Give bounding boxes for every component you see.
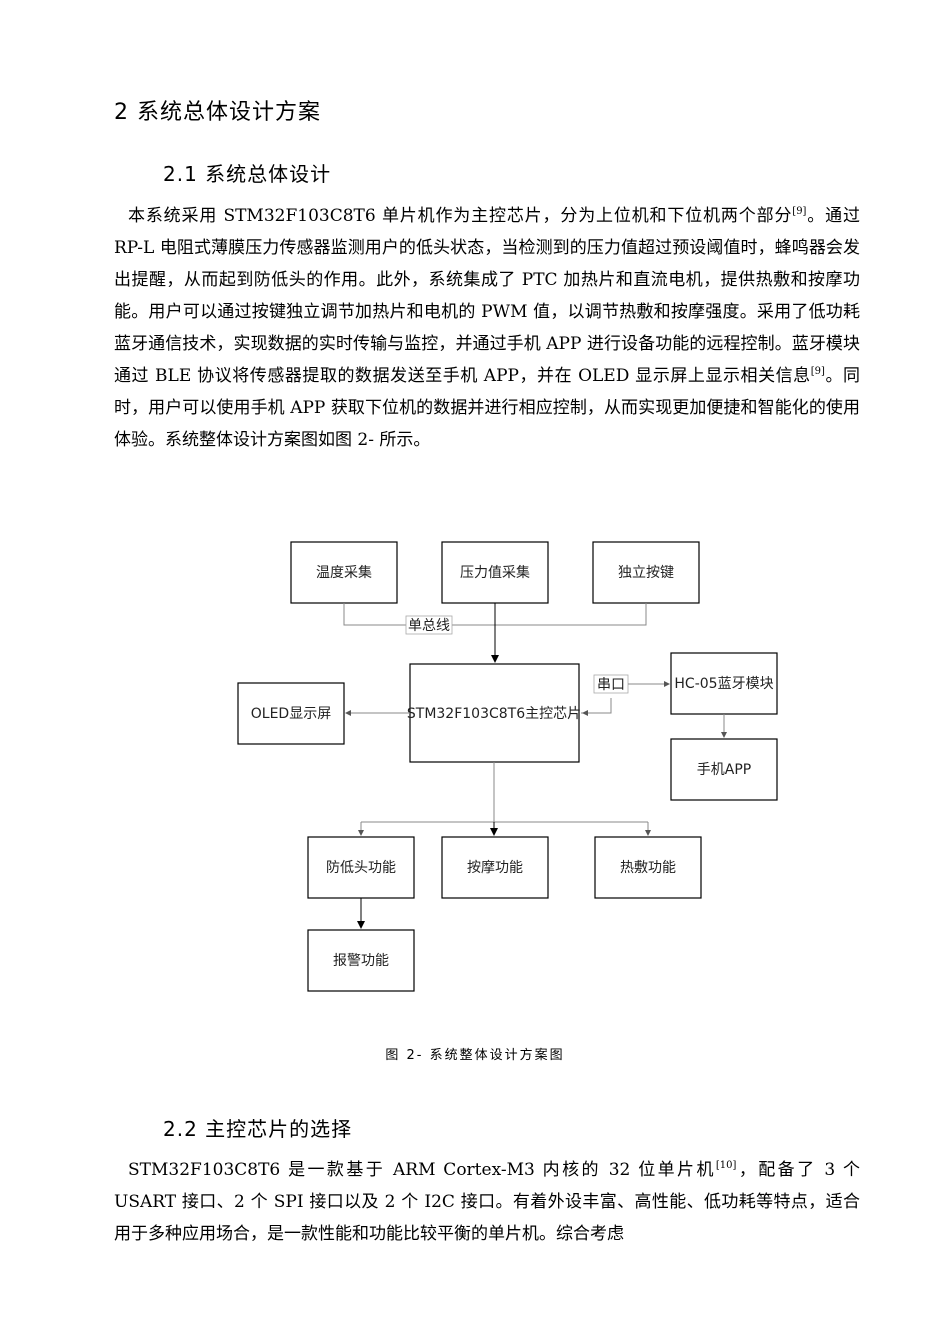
paragraph-overview: 本系统采用 STM32F103C8T6 单片机作为主控芯片，分为上位机和下位机两…	[114, 200, 860, 456]
box-alarm-label: 报警功能	[333, 953, 389, 969]
para2-text-a: STM32F103C8T6 是一款基于 ARM Cortex-M3 内核的 32…	[128, 1160, 716, 1180]
box-temperature	[290, 541, 398, 604]
box-app	[670, 738, 778, 801]
paragraph-mcu-selection: STM32F103C8T6 是一款基于 ARM Cortex-M3 内核的 32…	[114, 1154, 860, 1250]
box-oled-label: OLED显示屏	[251, 706, 331, 722]
box-key-label: 独立按键	[618, 565, 674, 581]
figure-caption: 图 2- 系统整体设计方案图	[385, 1048, 565, 1063]
para1-text-b: 。通过 RP-L 电阻式薄膜压力传感器监测用户的低头状态，当检测到的压力值超过预…	[114, 206, 860, 386]
box-app-label: 手机APP	[697, 762, 751, 778]
box-mcu-label: STM32F103C8T6主控芯片	[407, 706, 581, 722]
bus-label-box	[405, 615, 453, 635]
box-anti-head-down	[307, 836, 415, 899]
box-heat	[594, 836, 702, 899]
box-temperature-label: 温度采集	[316, 564, 372, 581]
serial-line	[581, 698, 612, 714]
citation-ref: [9]	[792, 206, 807, 217]
box-oled	[237, 682, 345, 745]
section-heading: 2 系统总体设计方案	[114, 100, 321, 125]
subsection-heading-2-1: 2.1 系统总体设计	[163, 162, 332, 186]
para1-text-a: 本系统采用 STM32F103C8T6 单片机作为主控芯片，分为上位机和下位机两…	[128, 206, 793, 226]
box-alarm	[307, 929, 415, 992]
system-design-diagram: 温度采集 压力值采集 独立按键 单总线 STM32F103C8T6主控芯片 OL…	[237, 541, 778, 992]
para1-text-c: 。同时，用户可以使用手机 APP 获取下位机的数据并进行相应控制，从而实现更加便…	[114, 366, 860, 450]
box-heat-label: 热敷功能	[620, 860, 676, 876]
box-key	[592, 541, 700, 604]
bus-line-right	[452, 603, 647, 626]
citation-ref: [10]	[715, 1160, 737, 1171]
box-bluetooth-label: HC-05蓝牙模块	[674, 676, 773, 692]
box-pressure-label: 压力值采集	[460, 564, 530, 581]
subsection-heading-2-2: 2.2 主控芯片的选择	[163, 1117, 353, 1141]
bus-label: 单总线	[408, 618, 450, 634]
box-massage	[441, 836, 549, 899]
box-anti-head-down-label: 防低头功能	[326, 860, 396, 876]
bus-line-left	[343, 603, 406, 626]
box-massage-label: 按摩功能	[467, 859, 523, 876]
citation-ref: [9]	[810, 366, 825, 377]
para2-text-b: ，配备了 3 个 USART 接口、2 个 SPI 接口以及 2 个 I2C 接…	[114, 1160, 860, 1244]
serial-label: 串口	[597, 677, 625, 693]
